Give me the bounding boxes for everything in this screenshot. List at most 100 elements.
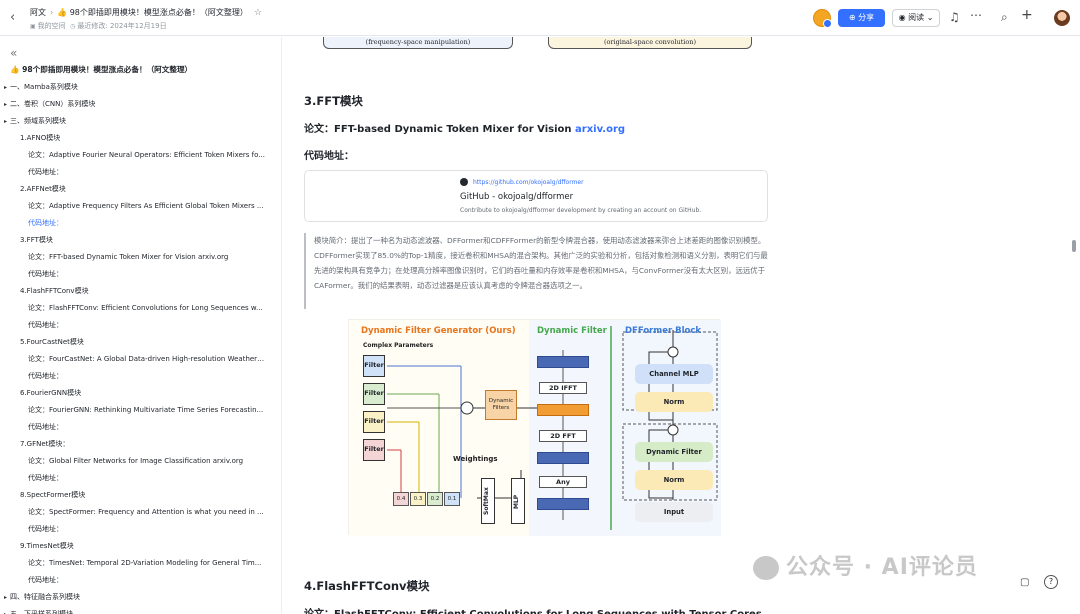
doc-title[interactable]: 98个即插即用模块！模型涨点必备！（阿文整理）: [69, 8, 248, 17]
figure-title-dynamic-filter: Dynamic Filter: [537, 326, 607, 336]
input-box: Input: [635, 502, 713, 522]
expand-caret-icon[interactable]: ▸: [4, 101, 8, 108]
outline-item[interactable]: 论文：TimesNet: Temporal 2D-Variation Model…: [28, 559, 262, 567]
outline-item[interactable]: 二、卷积（CNN）系列模块: [10, 100, 96, 108]
bell-icon[interactable]: ♫: [949, 10, 960, 24]
figure-caption-left: (frequency-space manipulation): [323, 37, 513, 49]
filter-box: Filter: [363, 383, 385, 405]
scrollbar-thumb[interactable]: [1072, 240, 1076, 252]
mlp-label: MLP: [513, 494, 520, 509]
channel-mlp-box: Channel MLP: [635, 364, 713, 384]
outline-item[interactable]: 代码地址：: [28, 423, 63, 431]
eye-icon: ◉: [898, 13, 906, 22]
card-description: Contribute to okojoalg/dfformer developm…: [460, 207, 702, 214]
code-label: 代码地址：: [304, 151, 354, 162]
module-intro-quote: 模块简介：提出了一种名为动态滤波器、DFFormer和CDFFFormer的新型…: [304, 233, 768, 309]
outline-item[interactable]: 五、下采样系列模块: [10, 610, 73, 614]
weight-cell: 0.3: [410, 492, 426, 506]
star-icon[interactable]: ☆: [253, 8, 262, 18]
paper-title: 论文：FFT-based Dynamic Token Mixer for Vis…: [304, 124, 576, 135]
comment-icon[interactable]: ▢: [1020, 577, 1030, 588]
clock-icon: ◷: [70, 23, 76, 30]
outline-item[interactable]: 论文：FFT-based Dynamic Token Mixer for Vis…: [28, 253, 229, 261]
outline-item[interactable]: 论文：Adaptive Frequency Filters As Efficie…: [28, 202, 264, 210]
outline-item[interactable]: 论文：FourCastNet: A Global Data-driven Hig…: [28, 355, 265, 363]
folder-icon: ▣: [30, 23, 36, 30]
outline-item[interactable]: 论文：SpectFormer: Frequency and Attention …: [28, 508, 264, 516]
outline-item[interactable]: 代码地址：: [28, 576, 63, 584]
outline-item[interactable]: 代码地址：: [28, 168, 63, 176]
chevron-right-icon: ›: [50, 8, 54, 17]
outline-item[interactable]: 5.FourCastNet模块: [20, 338, 84, 346]
outline-item[interactable]: 代码地址：: [28, 321, 63, 329]
outline-item[interactable]: 四、特征融合系列模块: [10, 593, 80, 601]
any-box: Any: [539, 476, 587, 488]
read-mode-label: 阅读: [908, 13, 925, 22]
expand-caret-icon[interactable]: ▸: [4, 594, 8, 601]
read-mode-dropdown[interactable]: ◉ 阅读 ⌄: [892, 9, 940, 27]
outline-item[interactable]: 论文：Adaptive Fourier Neural Operators: Ef…: [28, 151, 265, 159]
figure-caption-right: (original-space convolution): [548, 37, 752, 49]
card-url[interactable]: https://github.com/okojoalg/dfformer: [473, 179, 584, 186]
weight-cell: 0.1: [444, 492, 460, 506]
outline-item[interactable]: 代码地址：: [28, 219, 63, 227]
weight-cell: 0.4: [393, 492, 409, 506]
document-body: (frequency-space manipulation) (original…: [283, 37, 1068, 614]
collapse-sidebar-icon[interactable]: «: [10, 46, 18, 60]
top-bar: ‹ 阿文 ›👍 98个即插即用模块！模型涨点必备！（阿文整理） ☆ ▣我的空间 ◷最…: [0, 0, 1080, 36]
outline-item[interactable]: 论文：FlashFFTConv: Efficient Convolutions …: [28, 304, 263, 312]
outline-item[interactable]: 8.SpectFormer模块: [20, 491, 86, 499]
filter-box: Filter: [363, 411, 385, 433]
breadcrumb-home[interactable]: 阿文: [30, 8, 46, 17]
modified-label: 最近修改: 2024年12月19日: [77, 22, 167, 30]
github-icon: [460, 178, 468, 186]
complex-params-label: Complex Parameters: [363, 342, 434, 349]
dynamic-filter-box: Dynamic Filter: [635, 442, 713, 462]
outline-item[interactable]: 一、Mamba系列模块: [10, 83, 78, 91]
outline-item[interactable]: 三、频域系列模块: [10, 117, 66, 125]
outline-item[interactable]: 1.AFNO模块: [20, 134, 61, 142]
paper-line: 论文：FFT-based Dynamic Token Mixer for Vis…: [304, 120, 625, 135]
outline-item[interactable]: 4.FlashFFTConv模块: [20, 287, 89, 295]
outline-item[interactable]: 论文：Global Filter Networks for Image Clas…: [28, 457, 244, 465]
more-icon[interactable]: ⋯: [970, 8, 982, 22]
outline-item[interactable]: 代码地址：: [28, 372, 63, 380]
search-icon[interactable]: ⌕: [1001, 10, 1008, 24]
weight-cell: 0.2: [427, 492, 443, 506]
filter-box: Filter: [363, 439, 385, 461]
space-label[interactable]: 我的空间: [37, 22, 66, 30]
outline-item[interactable]: 👍 98个即插即用模块！模型涨点必备！（阿文整理）: [10, 65, 193, 74]
outline-item[interactable]: 2.AFFNet模块: [20, 185, 66, 193]
user-avatar[interactable]: [1054, 10, 1070, 26]
outline-item[interactable]: 9.TimesNet模块: [20, 542, 74, 550]
ifft-box: 2D IFFT: [539, 382, 587, 394]
doc-meta: ▣我的空间 ◷最近修改: 2024年12月19日: [30, 21, 167, 31]
feature-map-filtered: [537, 404, 589, 416]
next-paper-line: 论文：FlashFFTConv: Efficient Convolutions …: [304, 605, 762, 614]
feature-map: [537, 452, 589, 464]
collaborator-avatar[interactable]: [813, 9, 832, 28]
expand-caret-icon[interactable]: ▸: [4, 611, 7, 614]
github-link-card[interactable]: https://github.com/okojoalg/dfformer Git…: [304, 170, 768, 222]
chevron-down-icon: ⌄: [926, 13, 934, 22]
wechat-logo-icon: [753, 556, 779, 580]
outline-sidebar: « 👍 98个即插即用模块！模型涨点必备！（阿文整理）一、Mamba系列模块▸二…: [0, 37, 282, 614]
paper-link[interactable]: arxiv.org: [575, 124, 626, 135]
outline-item[interactable]: 代码地址：: [28, 474, 63, 482]
outline-item[interactable]: 3.FFT模块: [20, 236, 53, 244]
help-icon[interactable]: ?: [1044, 575, 1058, 589]
outline-item[interactable]: 代码地址：: [28, 525, 63, 533]
outline-item[interactable]: 7.GFNet模块：: [20, 440, 70, 448]
filter-box: Filter: [363, 355, 385, 377]
softmax-box: SoftMax: [481, 478, 495, 524]
softmax-label: SoftMax: [483, 487, 490, 515]
expand-caret-icon[interactable]: ▸: [4, 84, 8, 91]
share-button[interactable]: ⊕ 分享: [838, 9, 885, 27]
title-emoji-icon: 👍: [57, 8, 68, 17]
outline-item[interactable]: 论文：FourierGNN: Rethinking Multivariate T…: [28, 406, 264, 414]
outline-item[interactable]: 6.FourierGNN模块: [20, 389, 82, 397]
add-icon[interactable]: +: [1021, 7, 1033, 23]
expand-caret-icon[interactable]: ▸: [4, 118, 8, 125]
outline-item[interactable]: 代码地址：: [28, 270, 63, 278]
back-arrow-icon[interactable]: ‹: [10, 10, 16, 25]
